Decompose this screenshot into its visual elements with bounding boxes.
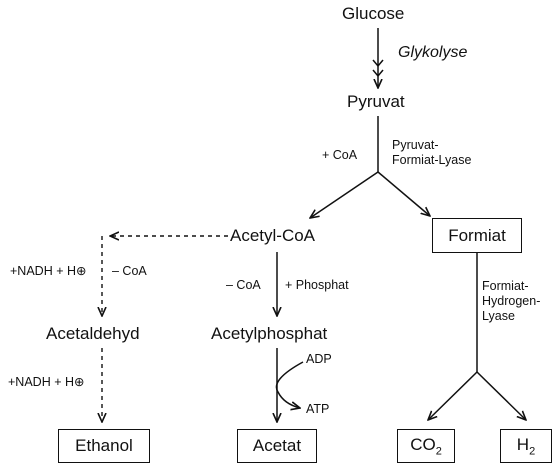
label-nadh-1: +NADH + H⊕: [10, 264, 87, 278]
label-pfl-line2: Formiat-Lyase: [392, 153, 472, 167]
box-h2: H2: [500, 429, 552, 463]
node-formiat: Formiat: [448, 225, 506, 245]
box-acetat: Acetat: [237, 429, 317, 463]
node-pyruvat: Pyruvat: [347, 92, 405, 111]
arrow-to-h2: [476, 371, 526, 420]
glycolysis-chevron-1: [372, 59, 384, 68]
glycolysis-chevron-2: [372, 69, 384, 78]
label-atp: ATP: [306, 402, 330, 416]
arrow-to-co2: [428, 371, 478, 420]
node-acetaldehyd: Acetaldehyd: [46, 324, 140, 343]
label-plus-phosphat: + Phosphat: [285, 278, 349, 292]
node-acetyl-coa: Acetyl-CoA: [230, 226, 316, 245]
label-adp: ADP: [306, 352, 332, 366]
adp-atp-curve: [275, 361, 304, 408]
box-formiat: Formiat: [432, 218, 522, 253]
box-co2: CO2: [397, 429, 455, 463]
node-h2: H2: [516, 434, 536, 458]
label-glykolyse: Glykolyse: [398, 44, 468, 61]
arrow-to-acetyl-coa: [310, 171, 379, 218]
node-acetat: Acetat: [252, 436, 302, 455]
label-plus-coa: + CoA: [322, 148, 358, 162]
label-fhl-line1: Formiat-: [482, 279, 529, 293]
label-minus-coa-left: – CoA: [112, 264, 147, 278]
box-ethanol: Ethanol: [58, 429, 150, 463]
label-fhl-line3: Lyase: [482, 309, 515, 323]
arrow-to-formiat: [377, 171, 430, 216]
label-pfl-line1: Pyruvat-: [392, 138, 439, 152]
node-co2: CO2: [410, 434, 442, 458]
node-acetylphosphat: Acetylphosphat: [211, 324, 328, 343]
label-nadh-2: +NADH + H⊕: [8, 375, 85, 389]
node-ethanol: Ethanol: [75, 436, 133, 455]
label-fhl-line2: Hydrogen-: [482, 294, 541, 308]
node-glucose: Glucose: [342, 4, 405, 23]
label-minus-coa-mid: – CoA: [226, 278, 261, 292]
